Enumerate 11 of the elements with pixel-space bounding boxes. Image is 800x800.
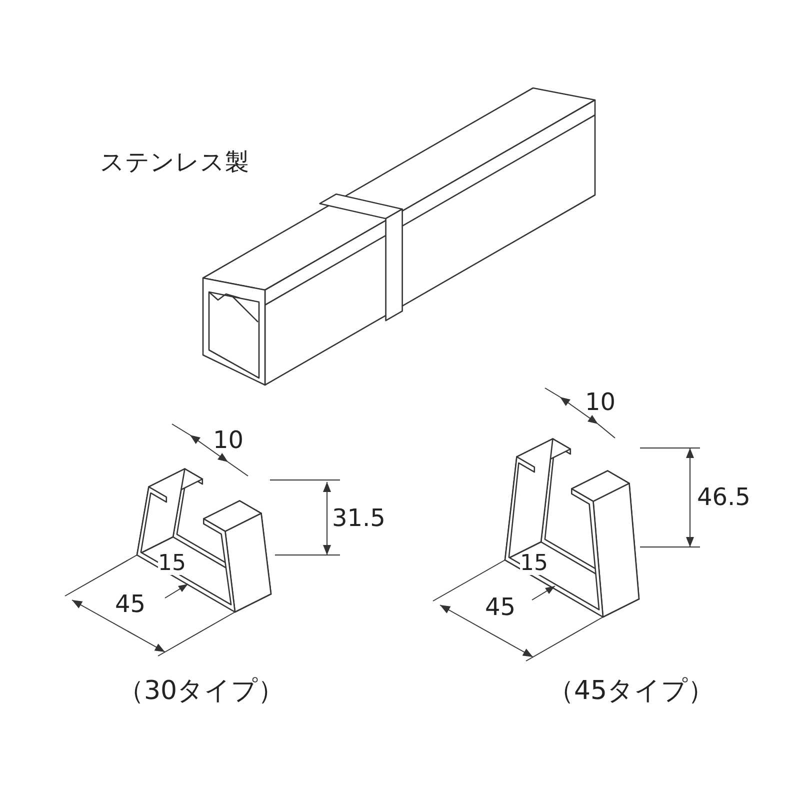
dimension-value: 45 xyxy=(115,592,146,616)
dimension-value: 10 xyxy=(585,390,616,414)
type-caption: （30タイプ） xyxy=(118,678,284,704)
type-caption: （45タイプ） xyxy=(548,678,714,704)
dimension-value: 45 xyxy=(485,595,516,619)
dimension-value: 46.5 xyxy=(697,485,750,509)
material-label: ステンレス製 xyxy=(100,150,249,174)
dimension-value: 10 xyxy=(213,428,244,452)
dimension-value: 15 xyxy=(158,553,186,575)
dimension-value: 15 xyxy=(520,553,548,575)
dimension-value: 31.5 xyxy=(332,506,386,530)
